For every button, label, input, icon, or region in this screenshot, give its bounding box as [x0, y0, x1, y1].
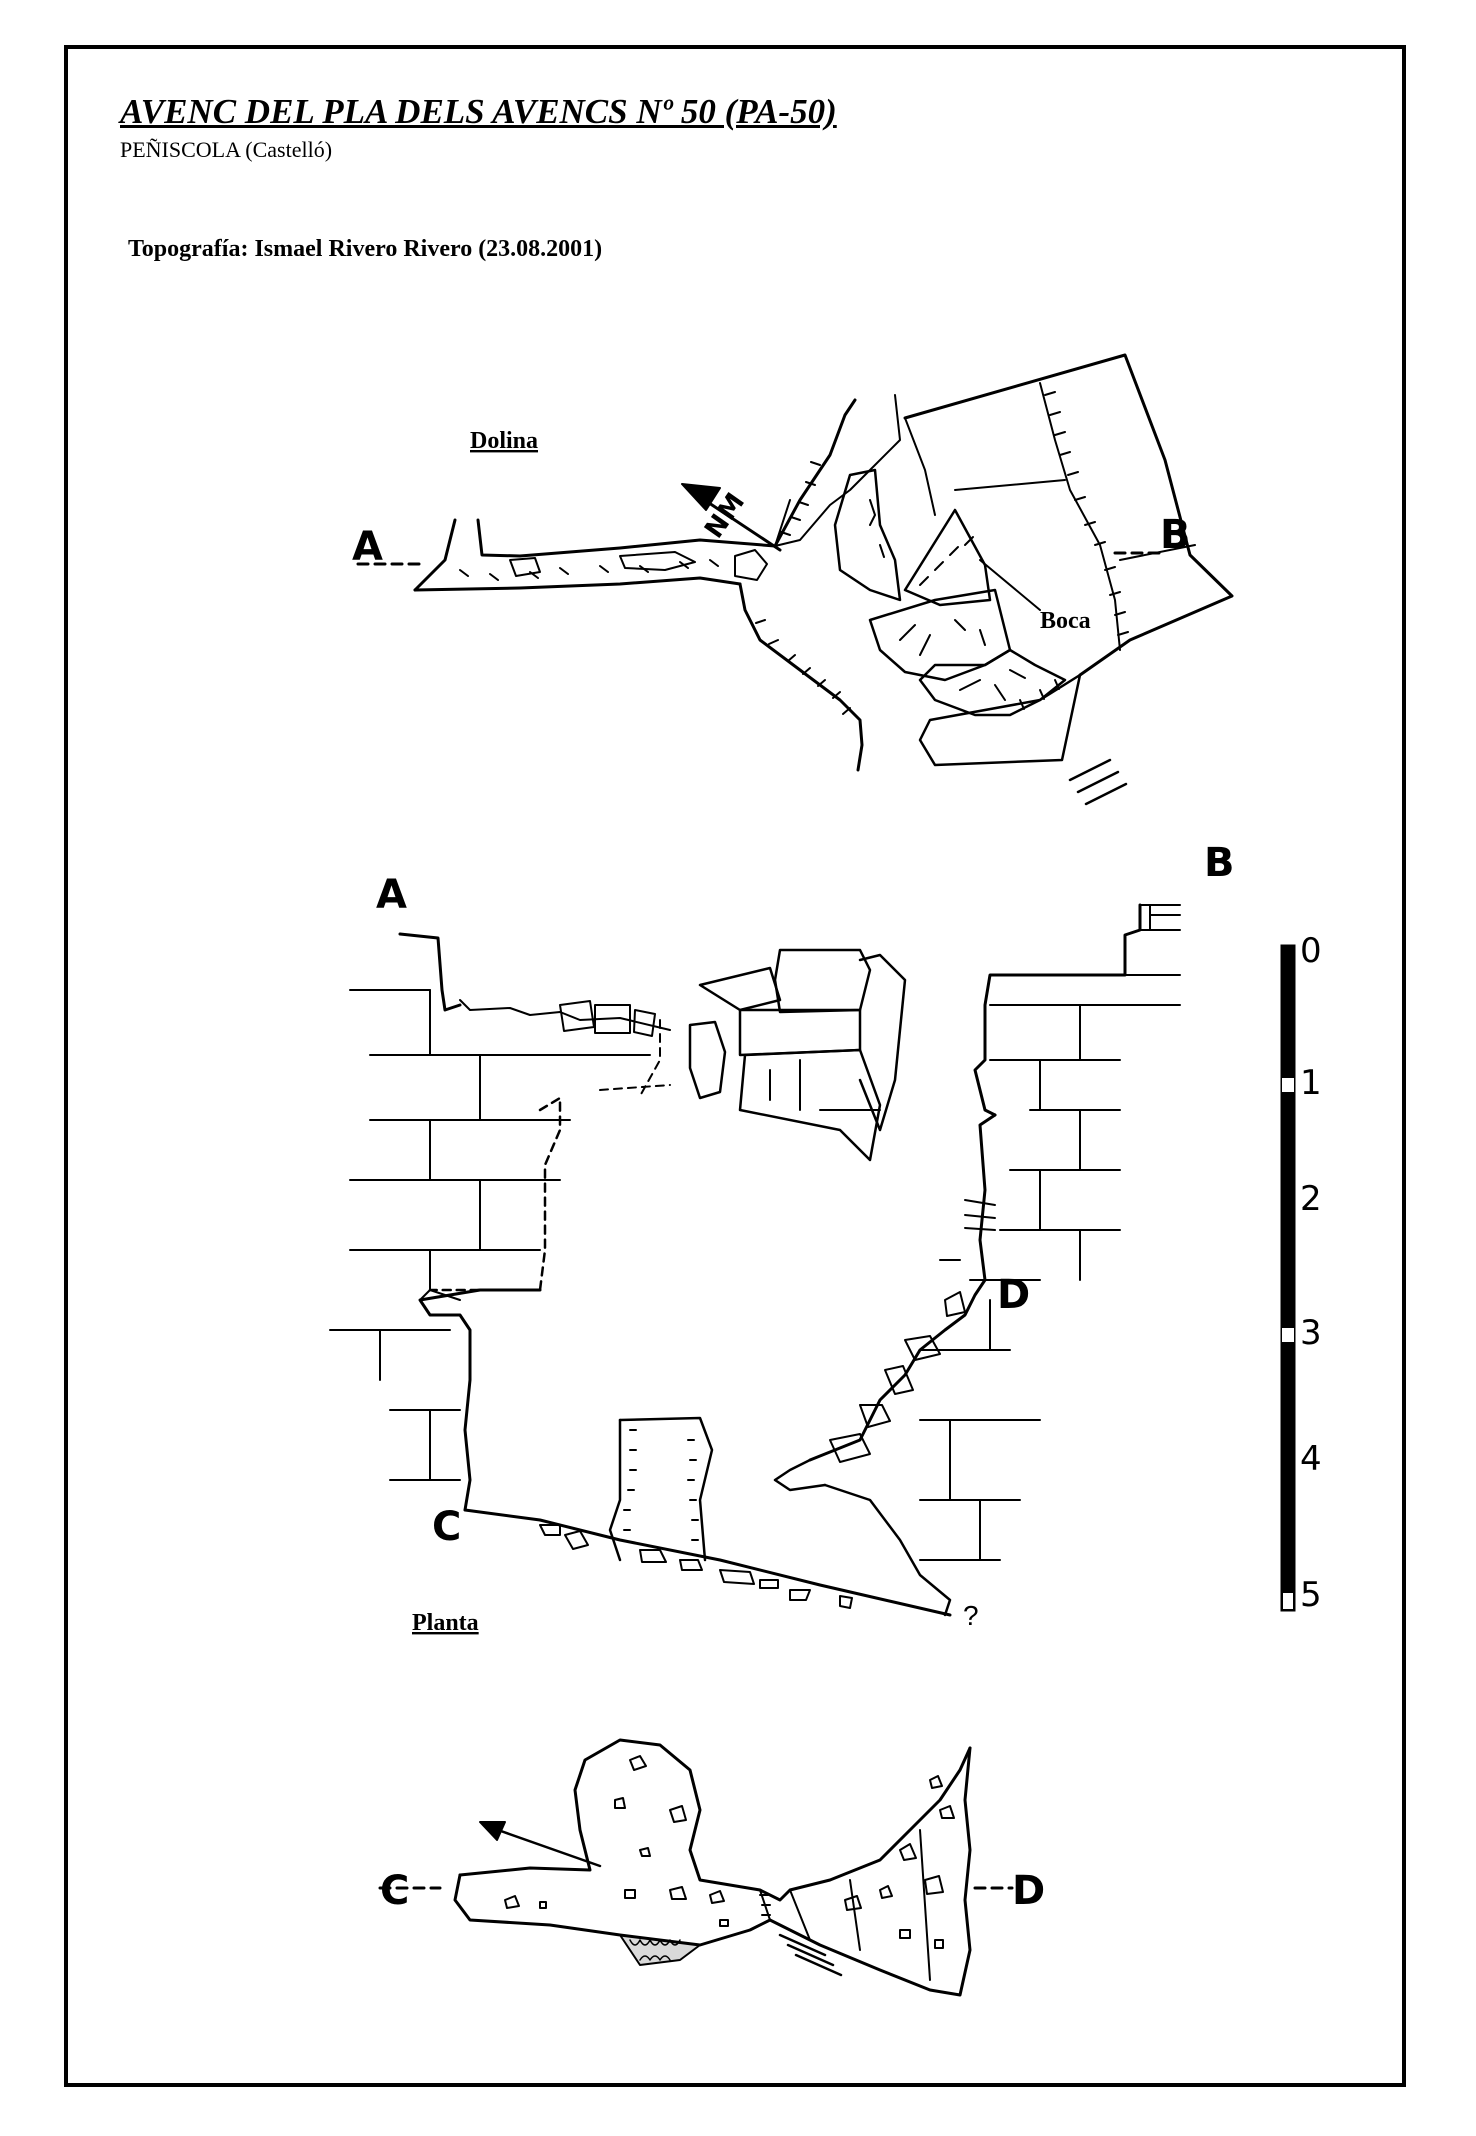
survey-title: AVENC DEL PLA DELS AVENCS Nº 50 (PA-50)	[120, 92, 837, 131]
unknown-continuation-mark: ?	[963, 1600, 979, 1631]
planta-label: Planta	[412, 1610, 479, 1636]
north-arrow-shaft	[698, 495, 782, 552]
scale-tick-3: 3	[1300, 1313, 1322, 1353]
label-b-section: B	[1204, 840, 1235, 886]
label-a-section: A	[376, 872, 407, 918]
label-a-plan: A	[352, 524, 383, 570]
right-wall-lower	[808, 1113, 997, 1462]
scale-gap-3	[1282, 1328, 1294, 1342]
scale-segment-3-4	[1282, 1342, 1294, 1460]
section-a-b-elevation	[329, 903, 1181, 1617]
planta-outline-bottom	[453, 1746, 972, 1997]
planta-arrow-shaft	[496, 1828, 602, 1868]
planta-plan	[378, 1738, 1014, 1997]
label-c-plan: C	[380, 1868, 409, 1914]
dolina-passage-top	[413, 518, 777, 592]
label-d-section: D	[997, 1272, 1030, 1318]
label-d-plan: D	[1012, 1868, 1045, 1914]
topography-credit: Topografía: Ismael Rivero Rivero (23.08.…	[128, 236, 603, 262]
scale-segment-1-2	[1282, 1092, 1294, 1196]
north-arrow-head	[681, 483, 721, 511]
scale-tick-4: 4	[1300, 1439, 1322, 1479]
page-frame	[64, 45, 1406, 2087]
dolina-rim-left-lower	[738, 582, 864, 772]
scale-tick-0: 0	[1300, 931, 1322, 971]
right-wall-top	[973, 903, 1142, 1117]
scale-segment-4-5	[1282, 1460, 1294, 1592]
planta-outline-top	[458, 1738, 972, 1902]
dolina-label: Dolina	[470, 428, 538, 454]
left-wall-lower	[418, 1288, 542, 1512]
planta-arrow-head	[479, 1821, 506, 1841]
scale-tick-2: 2	[1300, 1179, 1322, 1219]
boca-pointer	[979, 559, 1041, 611]
scale-tick-5: 5	[1300, 1575, 1322, 1615]
label-b-plan: B	[1160, 512, 1191, 558]
boca-label: Boca	[1040, 608, 1091, 634]
cave-floor	[463, 1508, 952, 1617]
dolina-plan	[356, 353, 1234, 806]
scale-segment-2-3	[1282, 1196, 1294, 1328]
scale-tick-1: 1	[1300, 1063, 1322, 1103]
scale-gap-1	[1282, 1078, 1294, 1092]
left-wall-top	[398, 932, 462, 1012]
label-c-section: C	[432, 1504, 461, 1550]
scale-segment-0-1	[1282, 946, 1294, 1078]
boca-entrance	[903, 508, 992, 607]
dolina-passage-bottom	[413, 576, 742, 592]
dolina-rim-left-upper	[773, 398, 857, 548]
scale-bar	[1280, 944, 1296, 1612]
dolina-blocks-outline	[903, 353, 1234, 677]
survey-location: PEÑISCOLA (Castelló)	[120, 137, 333, 162]
